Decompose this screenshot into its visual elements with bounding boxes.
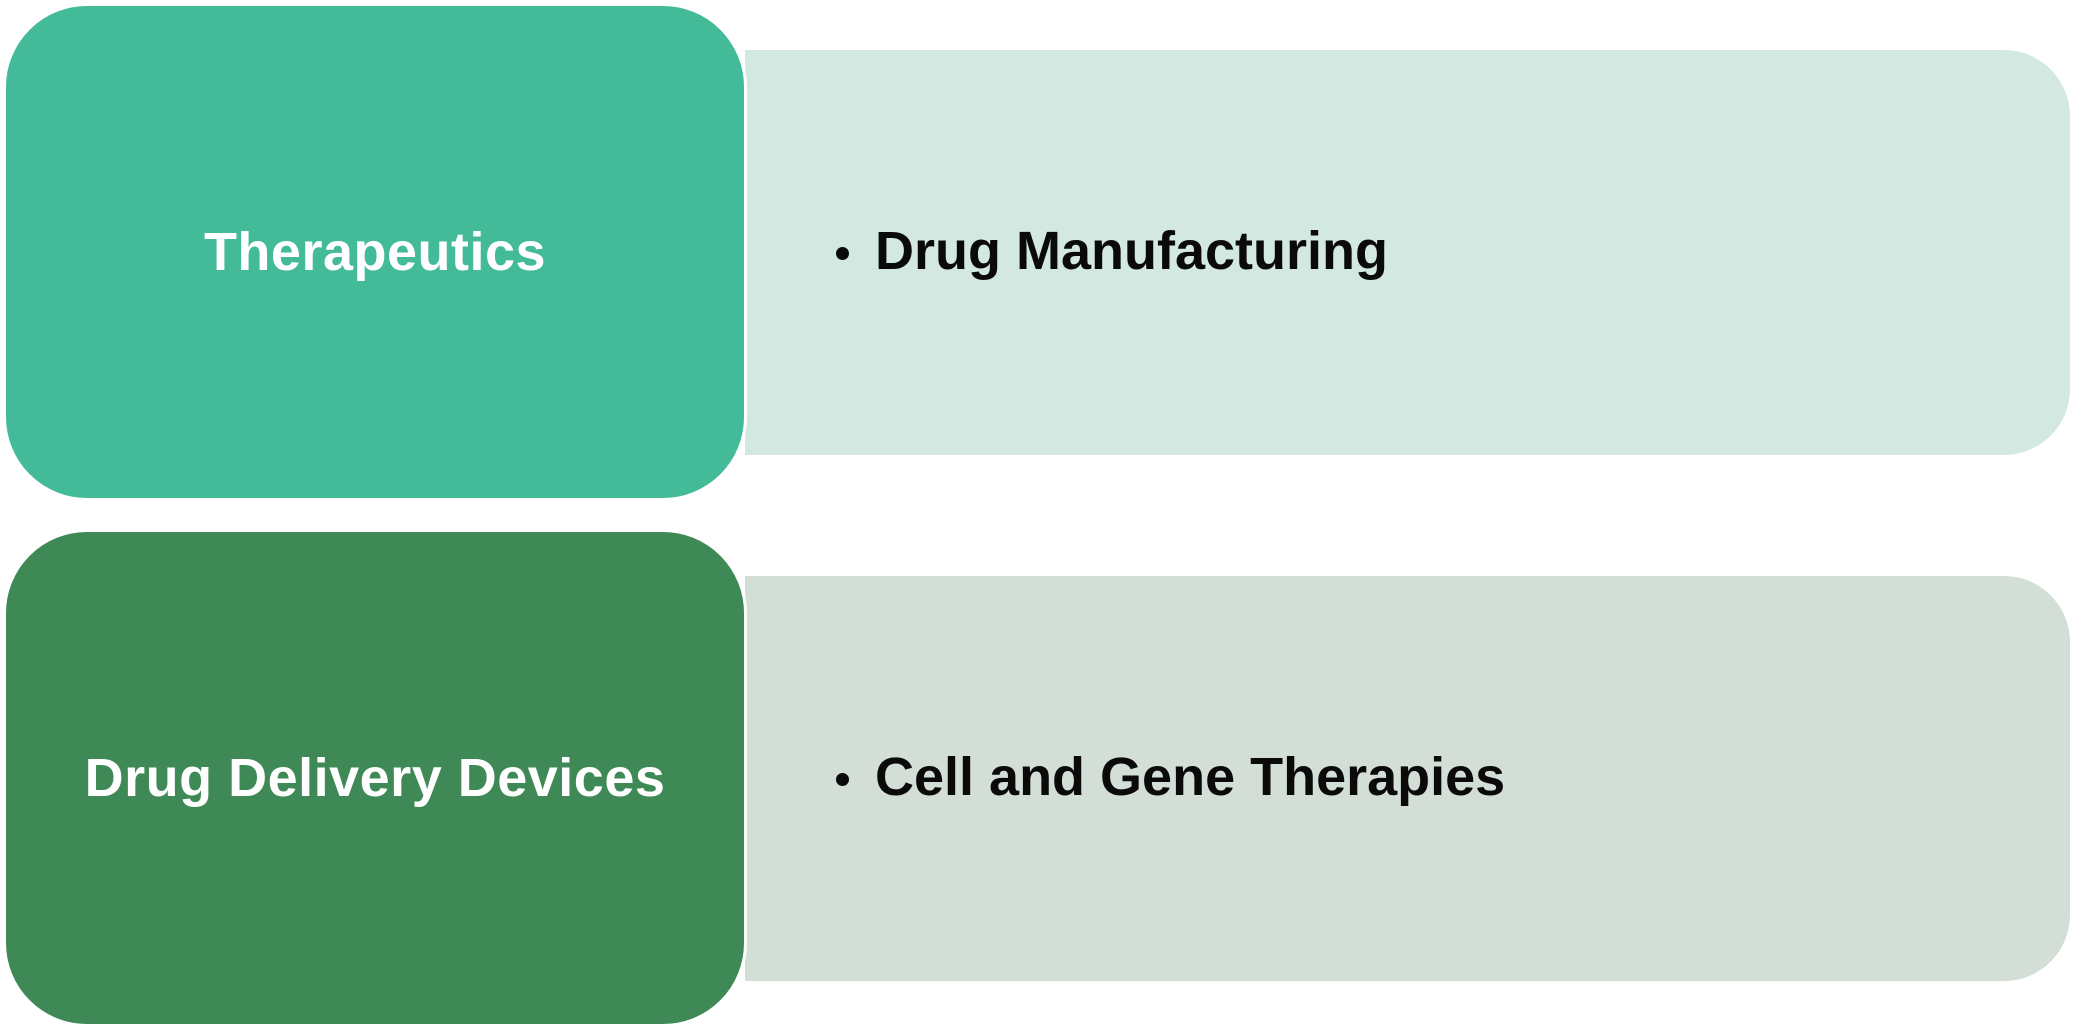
- category-box: Therapeutics: [3, 3, 747, 501]
- diagram-row-drug-delivery-devices: Drug Delivery Devices: [0, 526, 2073, 1031]
- category-label: Drug Delivery Devices: [84, 748, 666, 808]
- category-label: Therapeutics: [203, 222, 547, 282]
- diagram-row-therapeutics: Therapeutics: [0, 0, 2073, 504]
- bullet-dot: [836, 246, 849, 260]
- bullet-item: Cell and Gene Therapies: [836, 746, 1505, 808]
- bullet-list: Cell and Gene Therapies: [836, 746, 1505, 808]
- bullet-text: Cell and Gene Therapies: [875, 747, 1506, 807]
- bullet-dot: [836, 772, 849, 786]
- detail-panel: [742, 50, 2070, 455]
- detail-panel: [742, 576, 2070, 981]
- bullet-list: Drug Manufacturing: [836, 220, 1388, 282]
- bullet-item: Drug Manufacturing: [836, 220, 1388, 282]
- category-box: Drug Delivery Devices: [3, 529, 747, 1027]
- bullet-text: Drug Manufacturing: [875, 221, 1388, 281]
